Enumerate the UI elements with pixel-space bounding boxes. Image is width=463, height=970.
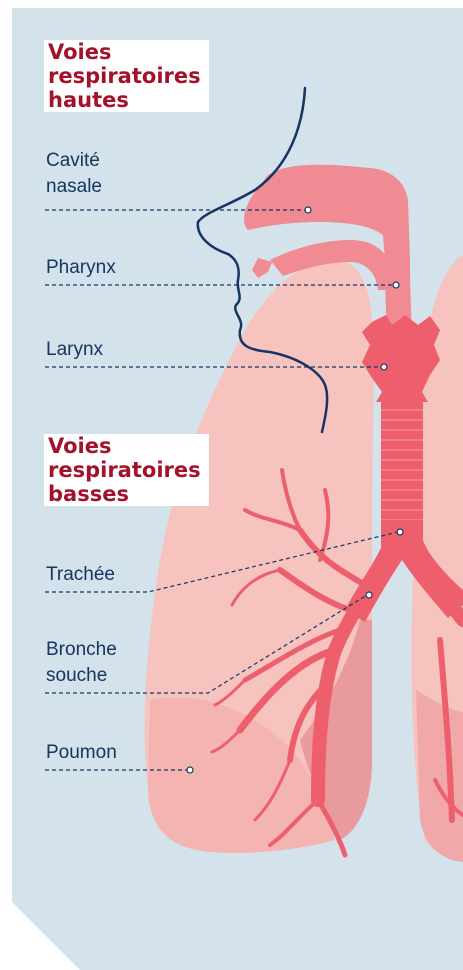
lower-airways-heading: Voies respiratoires basses [44,434,209,506]
lower-heading-line-1: Voies [48,434,115,458]
upper-heading-line-2: respiratoires [48,64,205,88]
label-nasal-cavity-line-2: nasale [46,174,102,200]
label-pharynx: Pharynx [46,255,116,281]
upper-heading-line-1: Voies [48,40,115,64]
upper-airways-heading: Voies respiratoires hautes [44,40,209,112]
label-lung: Poumon [46,740,117,766]
lower-heading-line-3: basses [48,482,133,506]
upper-heading-line-3: hautes [48,88,133,112]
label-main-bronchus-line-1: Bronche [46,637,117,663]
label-main-bronchus-line-2: souche [46,663,117,689]
label-nasal-cavity-line-1: Cavité [46,148,102,174]
lower-heading-line-2: respiratoires [48,458,205,482]
label-nasal-cavity: Cavité nasale [46,148,102,200]
label-main-bronchus: Bronche souche [46,637,117,689]
label-larynx: Larynx [46,337,103,363]
label-trachea: Trachée [46,562,115,588]
